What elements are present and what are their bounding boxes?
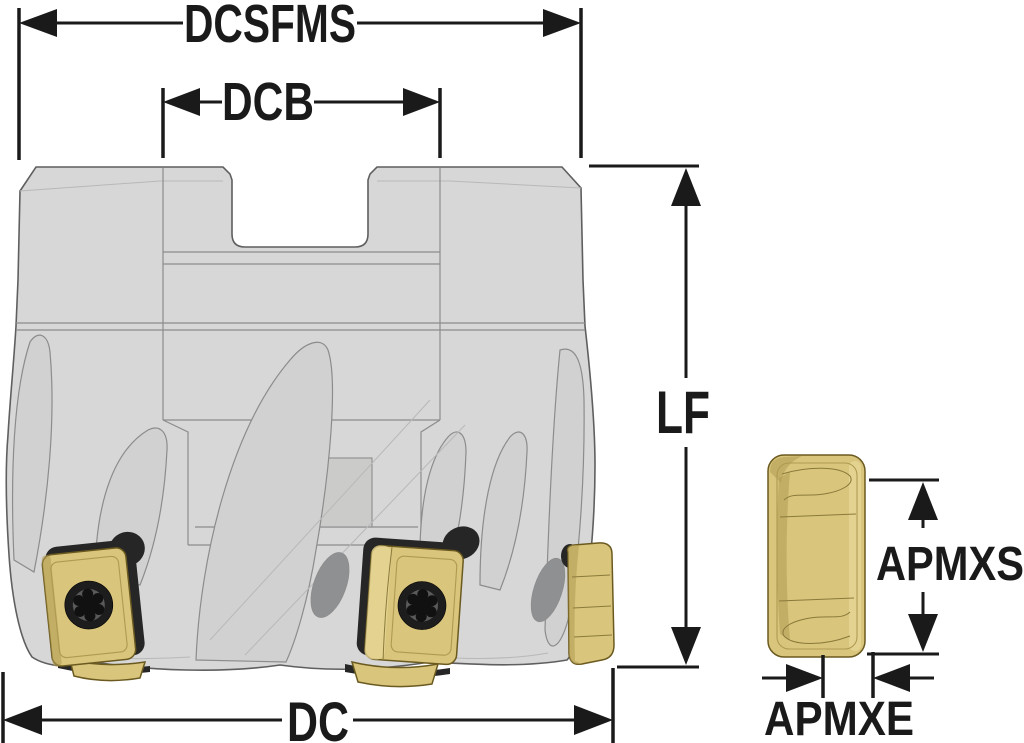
torx-screw-left: [64, 580, 114, 630]
top-chamfer-left: [19, 180, 223, 192]
gullet-shadow-right: [530, 557, 566, 623]
insert-detail-right-highlight: [849, 461, 861, 651]
apmxe-arrow-left-pointing: [873, 664, 910, 692]
top-chamfer-right: [377, 180, 582, 189]
lf-label: LF: [656, 379, 710, 446]
apmxs-arrow-up: [908, 482, 938, 520]
lf-arrow-down: [671, 627, 701, 665]
lf-arrow-up: [671, 168, 701, 206]
gullet-shadow-left: [310, 552, 350, 618]
apmxs-arrow-down: [908, 614, 938, 652]
flute-far-left: [11, 334, 53, 573]
dcsfms-arrow-right: [543, 9, 581, 37]
dcsfms-label: DCSFMS: [184, 0, 356, 54]
torx-socket-center: [406, 589, 438, 623]
insert-detail-view: [767, 454, 866, 658]
center-insert-fold-line: [382, 547, 393, 660]
apmxs-label: APMXS: [876, 538, 1024, 591]
insert-detail-corner-shading: [770, 456, 802, 483]
dc-arrow-right: [574, 705, 613, 735]
dcsfms-arrow-left: [19, 9, 57, 37]
dc-label: DC: [287, 690, 349, 743]
reflection-streak-2: [244, 424, 466, 656]
insert-detail-left-shading: [776, 472, 790, 640]
apmxe-arrow-right-pointing: [786, 664, 823, 692]
left-insert-inner-contour: [50, 555, 128, 659]
center-insert-inner-contour: [390, 555, 458, 656]
reflection-streak-1: [209, 399, 431, 641]
apmxe-label: APMXE: [764, 693, 914, 743]
flute-right-2: [479, 431, 528, 591]
insert-detail-face-line-upper: [779, 513, 857, 518]
dimension-apmxe: APMXE: [762, 652, 934, 743]
neck-taper-left: [162, 419, 189, 545]
insert-detail-chipformer-bottom: [782, 611, 851, 644]
right-insert-edge: [566, 542, 615, 666]
center-insert: [364, 544, 464, 666]
dimension-apmxs: APMXS: [867, 478, 1024, 656]
right-insert-side-band: [567, 545, 582, 665]
insert-detail-chipformer-top: [781, 467, 852, 501]
insert-detail-face-line-lower: [778, 597, 855, 602]
dimension-lf: LF: [589, 164, 710, 669]
flute-center: [195, 341, 334, 663]
left-insert-side-band: [41, 555, 62, 667]
insert-detail-outline: [767, 454, 866, 658]
dc-arrow-left: [3, 705, 42, 735]
torx-screw-center: [397, 581, 447, 630]
dimension-dcb: DCB: [161, 72, 442, 158]
center-insert-foot: [350, 660, 440, 688]
neck-taper-right: [420, 419, 441, 545]
dcb-arrow-right: [403, 88, 440, 116]
left-insert-foot: [68, 658, 147, 682]
dcb-arrow-left: [163, 88, 200, 116]
torx-socket-left: [73, 588, 105, 622]
dimension-dcsfms: DCSFMS: [17, 0, 583, 160]
right-insert-segment-lines: [571, 574, 613, 638]
dimension-dc: DC: [1, 668, 615, 743]
dcb-label: DCB: [222, 72, 314, 132]
left-insert: [41, 547, 137, 667]
